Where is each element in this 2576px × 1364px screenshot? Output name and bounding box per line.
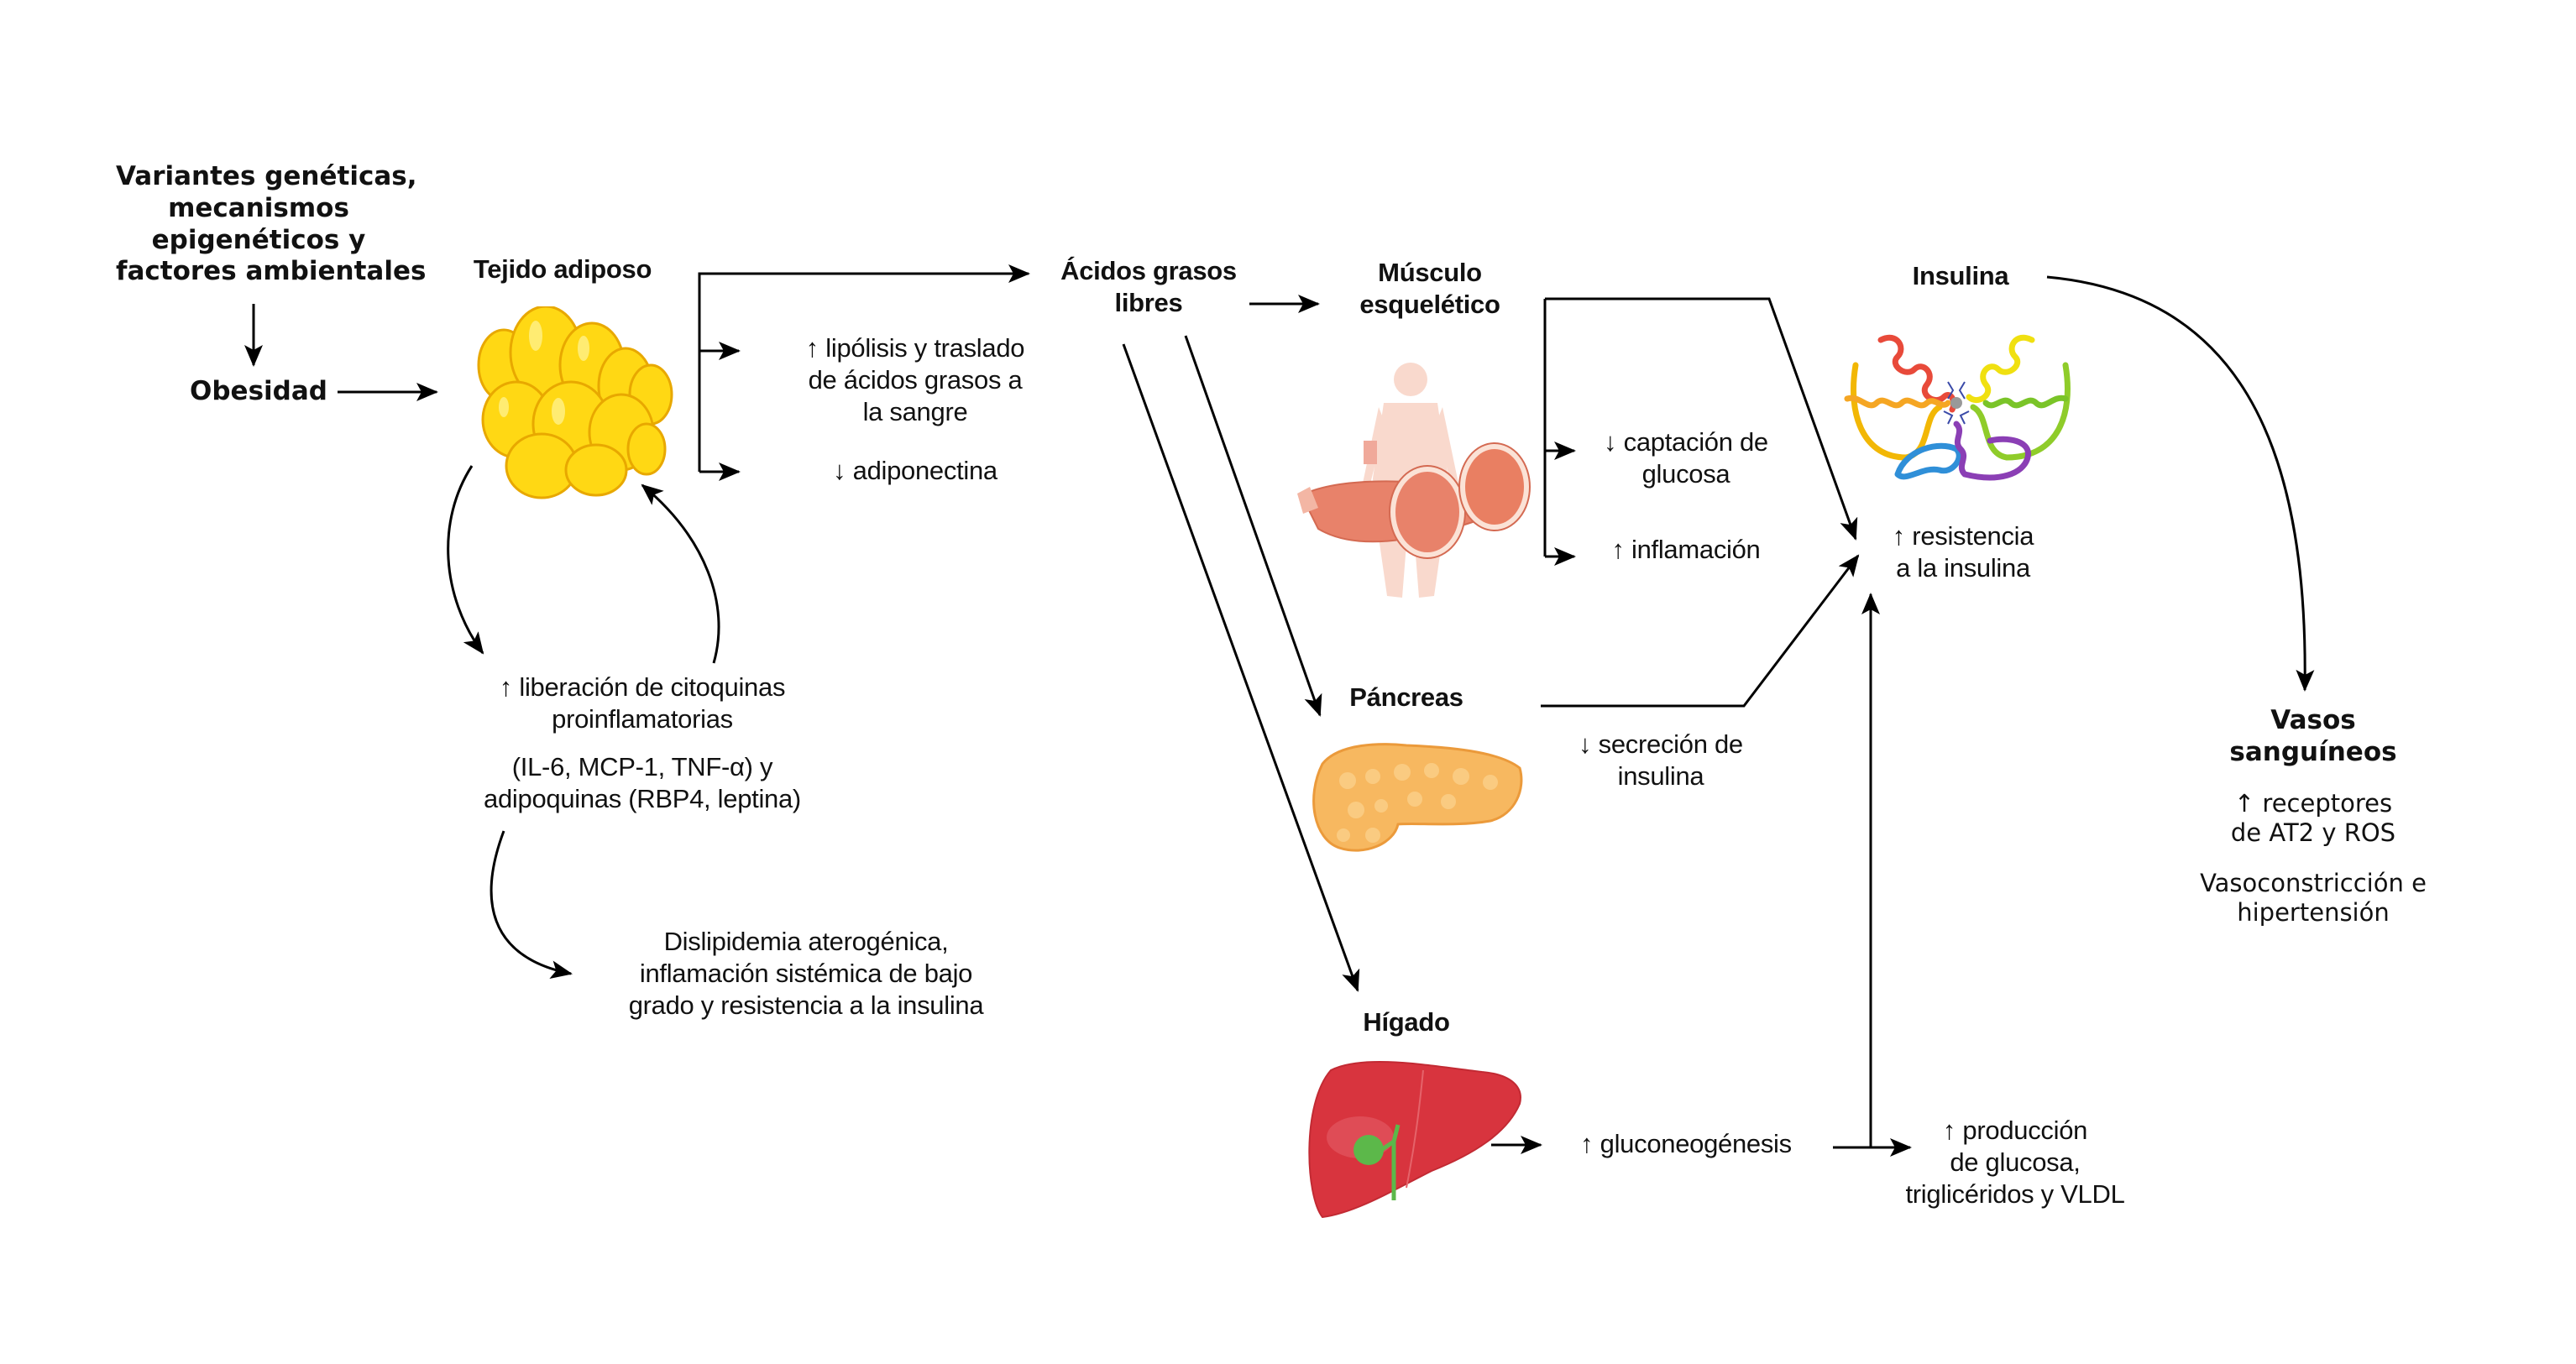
liver-illustration	[1308, 1061, 1521, 1219]
glucose-uptake-line-1: ↓ captación de	[1604, 427, 1768, 457]
arrow-pancreas-to-insulin-resistance	[1541, 554, 1860, 708]
cytokines-detail: (IL-6, MCP-1, TNF-α) y adipoquinas (RBP4…	[428, 751, 856, 815]
lipolysis-line-2: de ácidos grasos a	[808, 364, 1023, 395]
pancreas-label: Páncreas	[1349, 682, 1463, 712]
insulin-secretion-line-1: ↓ secreción de	[1579, 729, 1743, 759]
gluconeogenesis-effect: ↑ gluconeogénesis	[1580, 1129, 1792, 1158]
insulin-secretion-effect: ↓ secreción de insulina	[1552, 729, 1770, 792]
arrow-cytokines-to-adipose	[641, 483, 720, 664]
arrow-ffa-to-pancreas	[1184, 335, 1322, 717]
glucose-uptake-line-2: glucosa	[1641, 458, 1730, 489]
insulin-secretion-line-2: insulina	[1617, 760, 1704, 791]
vasoconstriction-line-1: Vasoconstricción e	[2200, 869, 2427, 897]
receptors-line-2: de AT2 y ROS	[2230, 818, 2396, 848]
arrow-adipose-to-ffa	[698, 264, 1030, 472]
causes-line-2: mecanismos	[168, 192, 349, 223]
cytokines-detail-line-1: (IL-6, MCP-1, TNF-α) y	[511, 752, 773, 781]
arrow-insulin-to-vessels	[2046, 275, 2315, 692]
muscle-line-2: esquelético	[1359, 289, 1500, 319]
causes-line-1: Variantes genéticas,	[116, 161, 417, 191]
production-line-1: ↑ producción	[1942, 1116, 2088, 1145]
ffa-line-2: libres	[1114, 287, 1183, 317]
cytokines-line-2: proinflamatorias	[552, 703, 733, 734]
ffa-line-1: Ácidos grasos	[1060, 256, 1237, 285]
insulin-resistance-line-1: ↑ resistencia	[1892, 521, 2034, 551]
skeletal-muscle-label: Músculo esquelético	[1325, 257, 1535, 321]
obesity-label: Obesidad	[190, 376, 327, 406]
arrow-cytokines-to-dyslipidemia	[490, 830, 573, 980]
glucose-uptake-effect: ↓ captación de glucosa	[1577, 426, 1795, 490]
skeletal-muscle-illustration	[1297, 363, 1531, 598]
pancreas-illustration	[1312, 743, 1523, 852]
dyslipidemia-line-2: inflamación sistémica de bajo	[639, 958, 973, 988]
lipolysis-line-3: la sangre	[862, 396, 968, 426]
causes-line-4: factores ambientales	[116, 256, 427, 287]
production-label: ↑ producción de glucosa, triglicéridos y…	[1889, 1115, 2141, 1210]
vessels-line-1: Vasos	[2270, 705, 2356, 735]
arrow-muscle-to-insulin-resistance	[1545, 297, 1858, 541]
blood-vessels-label: Vasos sanguíneos	[2217, 705, 2410, 769]
causes-label: Variantes genéticas, mecanismos epigenét…	[116, 161, 427, 288]
cytokines-label: ↑ liberación de citoquinas proinflamator…	[445, 672, 840, 735]
vessels-line-2: sanguíneos	[2229, 736, 2397, 767]
adiponectin-effect: ↓ adiponectina	[833, 456, 997, 485]
arrow-adipose-to-cytokines	[447, 465, 484, 655]
lipolysis-effect: ↑ lipólisis y traslado de ácidos grasos …	[739, 332, 1092, 427]
production-line-2: de glucosa,	[1950, 1147, 2081, 1177]
receptors-effect: ↑ receptores de AT2 y ROS	[2183, 789, 2443, 849]
insulin-resistance-line-2: a la insulina	[1896, 552, 2030, 583]
arrow-ffa-to-liver	[1122, 343, 1360, 992]
cytokines-detail-line-2: adipoquinas (RBP4, leptina)	[484, 783, 801, 813]
fat-cells-illustration	[477, 306, 673, 499]
liver-label: Hígado	[1363, 1007, 1450, 1037]
causes-line-3: epigenéticos y	[151, 224, 366, 255]
cytokines-line-1: ↑ liberación de citoquinas	[499, 672, 786, 702]
adipose-tissue-label: Tejido adiposo	[473, 254, 652, 284]
dyslipidemia-label: Dislipidemia aterogénica, inflamación si…	[571, 926, 1041, 1021]
muscle-line-1: Músculo	[1378, 258, 1482, 287]
dyslipidemia-line-1: Dislipidemia aterogénica,	[663, 927, 949, 956]
vasoconstriction-effect: Vasoconstricción e hipertensión	[2166, 869, 2460, 928]
vasoconstriction-line-2: hipertensión	[2237, 898, 2390, 928]
dyslipidemia-line-3: grado y resistencia a la insulina	[628, 990, 984, 1020]
insulin-resistance-label: ↑ resistencia a la insulina	[1854, 520, 2072, 584]
insulin-protein-ribbon-illustration	[1844, 335, 2071, 481]
insulin-label: Insulina	[1912, 261, 2009, 290]
lipolysis-line-1: ↑ lipólisis y traslado	[805, 333, 1025, 363]
receptors-line-1: ↑ receptores	[2233, 789, 2393, 818]
inflammation-effect: ↑ inflamación	[1611, 535, 1761, 564]
free-fatty-acids-label: Ácidos grasos libres	[1039, 255, 1258, 319]
production-line-3: triglicéridos y VLDL	[1905, 1178, 2125, 1209]
